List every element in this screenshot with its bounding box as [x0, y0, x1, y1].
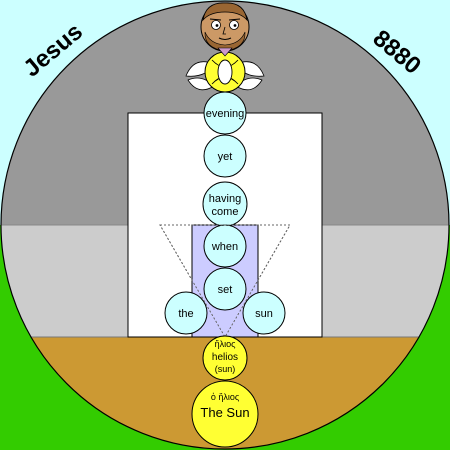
dove-emblem-icon	[185, 47, 265, 93]
word-when-label: when	[211, 241, 238, 253]
hair-icon	[202, 2, 248, 22]
word-having-label: having	[209, 193, 241, 205]
word-having-come: having come	[202, 181, 248, 227]
word-evening: evening	[203, 91, 247, 135]
triangle-overlay	[159, 224, 291, 338]
word-yet-label: yet	[218, 151, 233, 163]
word-set: set	[203, 267, 247, 311]
word-when: when	[203, 224, 247, 268]
beard-icon	[204, 31, 246, 52]
helios-translit: helios	[212, 352, 238, 363]
word-yet: yet	[203, 134, 247, 178]
helios-gloss: (sun)	[215, 364, 236, 374]
word-the-label: the	[178, 308, 193, 320]
word-set-label: set	[218, 284, 233, 296]
word-sun-label: sun	[255, 308, 273, 320]
the-sun-greek: ὁ ἥλιος	[211, 392, 240, 402]
the-sun-label: The Sun	[200, 405, 249, 420]
the-sun-circle: ὁ ἥλιος The Sun	[191, 380, 259, 448]
jesus-figure	[200, 2, 250, 52]
helios-circle: ἥλιος helios (sun)	[202, 335, 248, 381]
word-come-label: come	[212, 206, 239, 218]
word-sun: sun	[242, 291, 286, 335]
word-the: the	[164, 291, 208, 335]
word-evening-label: evening	[206, 108, 245, 120]
helios-greek: ἥλιος	[215, 339, 237, 349]
